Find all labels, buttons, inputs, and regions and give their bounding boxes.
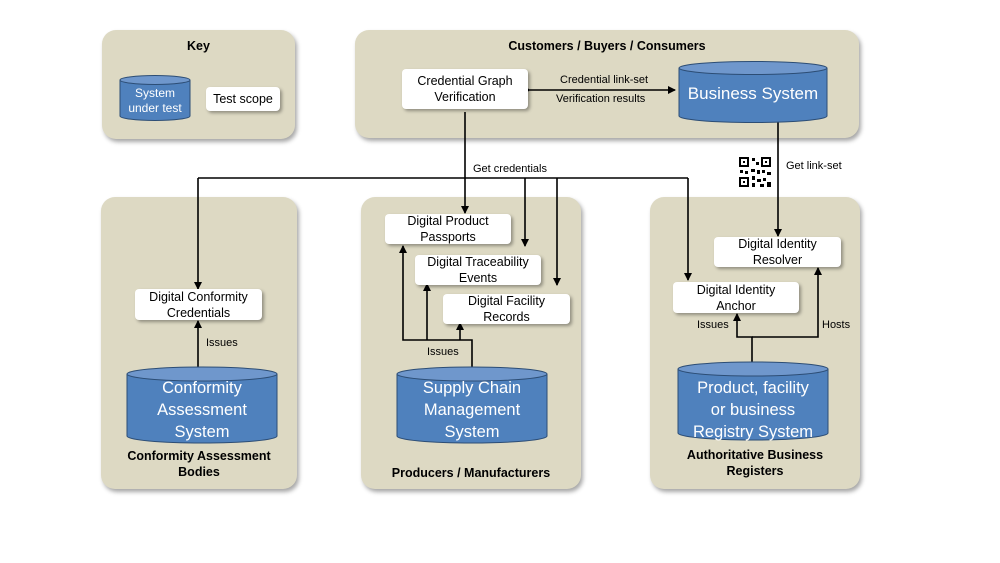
digital-product-passports: Digital Product Passports <box>385 214 511 244</box>
cylinder-shape <box>119 75 191 121</box>
conformity-title: Conformity Assessment Bodies <box>127 449 271 479</box>
key-system-cylinder: System under test <box>119 75 191 121</box>
cylinder-shape <box>678 61 828 123</box>
registry-to-resolver <box>752 267 822 338</box>
conformity-system-label: Conformity Assessment System <box>157 379 247 441</box>
key-system-label: System under test <box>128 86 182 115</box>
key-title: Key <box>187 39 210 53</box>
producers-title: Producers / Manufacturers <box>391 466 551 480</box>
registers-issues-label: Issues <box>697 319 729 331</box>
verification-results-label: Verification results <box>556 93 646 105</box>
business-system-label: Business System <box>687 84 819 103</box>
get-credentials-label: Get credentials <box>473 163 547 175</box>
registry-system-label: Product, facility or business Registry S… <box>692 379 814 441</box>
supply-chain-system-cylinder: Supply Chain Management System <box>396 366 548 444</box>
issues-to-passports <box>399 245 473 368</box>
digital-conformity-credentials: Digital Conformity Credentials <box>135 289 262 320</box>
producers-issues-label: Issues <box>427 346 459 358</box>
business-system-cylinder: Business System <box>678 61 828 123</box>
registry-to-anchor <box>733 313 753 363</box>
customers-title: Customers / Buyers / Consumers <box>508 39 706 53</box>
link-set-label: Credential link-set <box>560 74 649 86</box>
digital-traceability-events: Digital Traceability Events <box>415 255 541 285</box>
get-link-set-label: Get link-set <box>786 160 842 172</box>
registers-hosts-label: Hosts <box>822 319 851 331</box>
digital-facility-records: Digital Facility Records <box>443 294 570 324</box>
supply-chain-system-label: Supply Chain Management System <box>422 379 522 441</box>
qr-code-icon <box>738 156 772 188</box>
cylinder-shape <box>126 366 278 444</box>
credential-graph-verification: Credential Graph Verification <box>402 69 528 109</box>
conformity-issues-label: Issues <box>206 337 238 349</box>
cylinder-shape <box>396 366 548 444</box>
digital-identity-resolver: Digital Identity Resolver <box>714 237 841 267</box>
conformity-system-cylinder: Conformity Assessment System <box>126 366 278 444</box>
key-test-scope: Test scope <box>206 87 280 111</box>
registry-system-cylinder: Product, facility or business Registry S… <box>677 361 829 441</box>
registers-title: Authoritative Business Registers <box>686 448 824 478</box>
cylinder-shape <box>677 361 829 441</box>
digital-identity-anchor: Digital Identity Anchor <box>673 282 799 313</box>
